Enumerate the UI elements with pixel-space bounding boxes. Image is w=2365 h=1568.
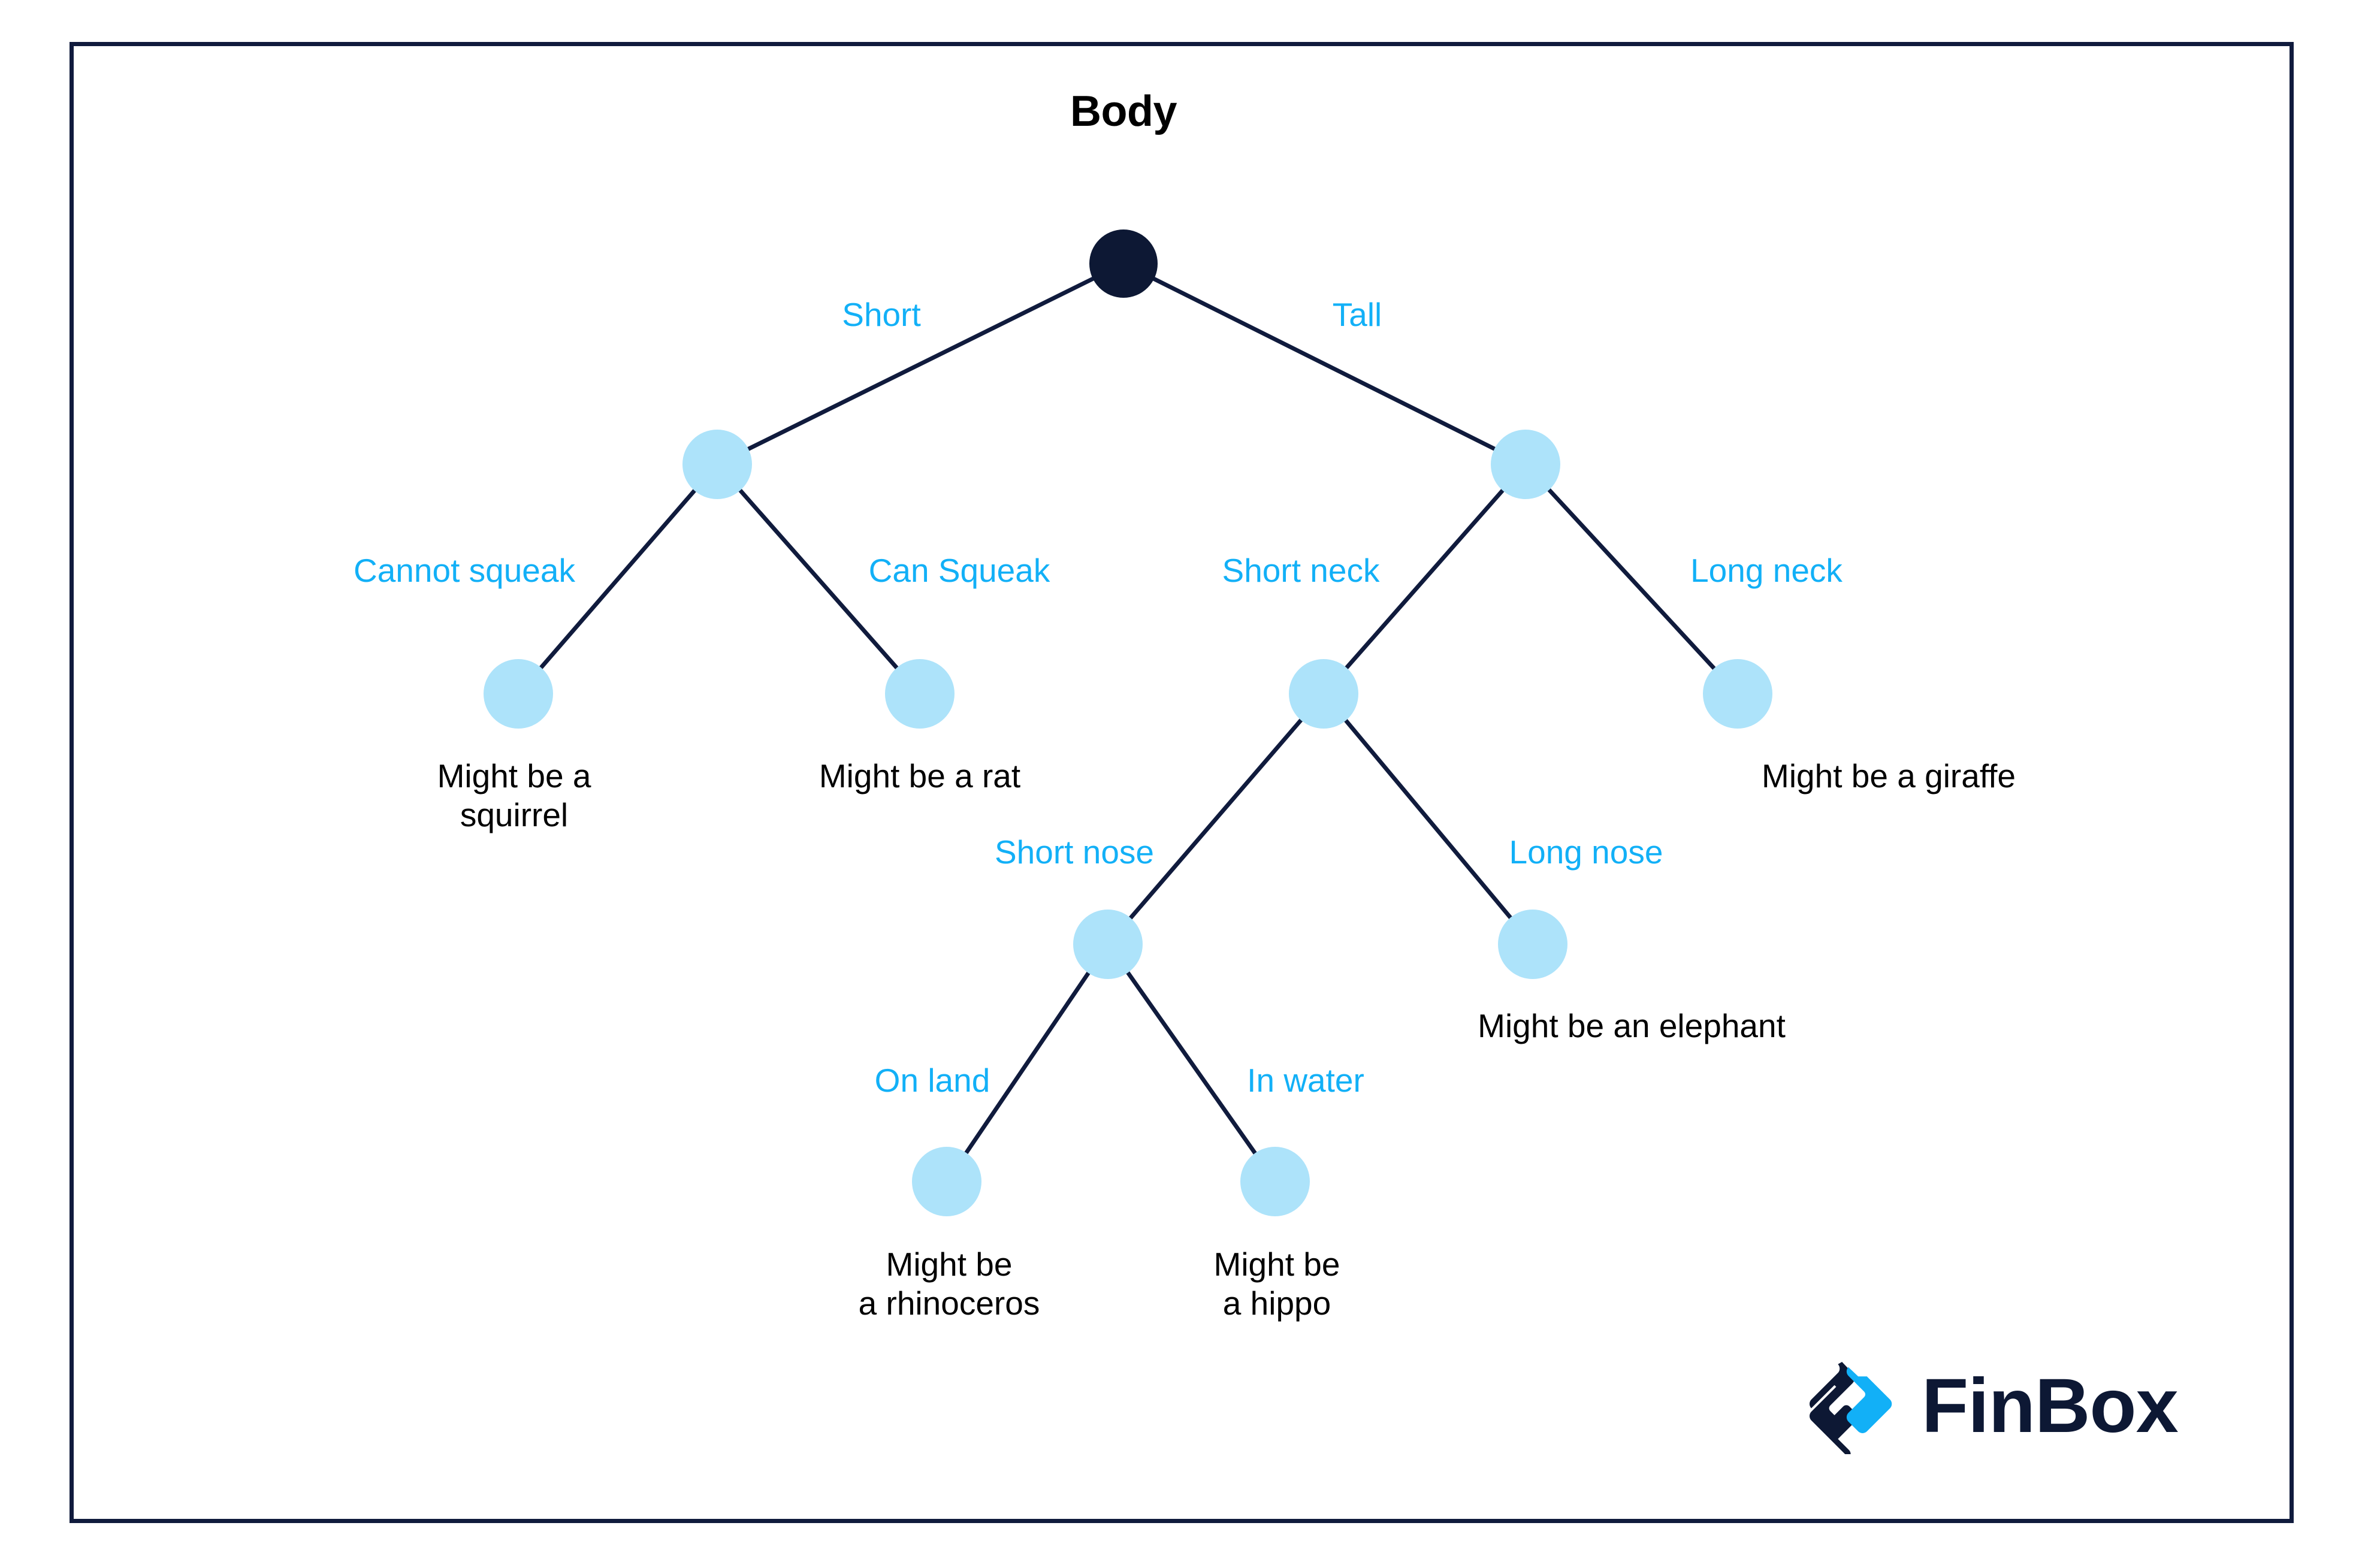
edge-label-tall: Tall [1332, 296, 1382, 333]
tree-edge-short-neck-to-elephant [1343, 717, 1514, 921]
edge-label-short: Short [842, 296, 921, 333]
leaf-label-rhinoceros: Might be a rhinoceros [858, 1246, 1040, 1322]
tree-node-short-neck[interactable] [1289, 659, 1358, 729]
tree-edge-short-neck-to-short-nose [1128, 717, 1304, 922]
finbox-logo: FinBox [1810, 1355, 2229, 1457]
edge-label-short-nose: Short nose [994, 833, 1155, 871]
page-title: Body [1070, 87, 1177, 135]
edge-label-long-nose: Long nose [1509, 833, 1663, 871]
finbox-mark-dark-shape [1810, 1362, 1858, 1454]
edge-label-can-squeak: Can Squeak [868, 552, 1050, 589]
finbox-mark-accent-shape [1846, 1367, 1892, 1433]
leaf-label-giraffe: Might be a giraffe [1762, 757, 2016, 794]
edge-label-in-water: In water [1247, 1062, 1364, 1099]
edge-label-cannot-squeak: Cannot squeak [354, 552, 575, 589]
tree-edge-root-to-short [745, 276, 1097, 452]
leaf-label-rat: Might be a rat [818, 757, 1021, 794]
tree-node-giraffe[interactable] [1703, 659, 1772, 729]
tree-edge-tall-to-short-neck [1343, 487, 1506, 671]
tree-node-short[interactable] [682, 430, 752, 499]
tree-node-hippo[interactable] [1240, 1147, 1310, 1216]
tree-node-root[interactable] [1089, 229, 1158, 298]
edge-label-on-land: On land [874, 1062, 990, 1099]
tree-node-squirrel[interactable] [484, 659, 553, 729]
tree-edge-short-to-squirrel [538, 487, 697, 671]
tree-edge-short-nose-to-rhinoceros [963, 969, 1092, 1156]
tree-nodes-layer [484, 229, 1772, 1216]
tree-edge-tall-to-giraffe [1546, 487, 1717, 672]
finbox-logo-mark [1810, 1362, 1892, 1454]
tree-node-tall[interactable] [1491, 430, 1560, 499]
tree-node-short-nose[interactable] [1073, 910, 1143, 979]
tree-node-rhinoceros[interactable] [912, 1147, 981, 1216]
edge-label-long-neck: Long neck [1690, 552, 1843, 589]
leaf-label-hippo: Might be a hippo [1213, 1246, 1340, 1322]
diagram-frame-border [70, 42, 2294, 1523]
tree-edge-short-nose-to-hippo [1125, 969, 1258, 1156]
leaf-label-squirrel: Might be a squirrel [437, 757, 591, 833]
leaf-label-elephant: Might be an elephant [1478, 1007, 1786, 1044]
tree-edge-root-to-tall [1150, 276, 1498, 452]
tree-edges-layer [538, 276, 1717, 1156]
tree-node-rat[interactable] [885, 659, 955, 729]
edge-label-short-neck: Short neck [1222, 552, 1380, 589]
finbox-wordmark: FinBox [1922, 1363, 2179, 1449]
tree-node-elephant[interactable] [1498, 910, 1567, 979]
tree-edge-short-to-rat [737, 487, 900, 671]
